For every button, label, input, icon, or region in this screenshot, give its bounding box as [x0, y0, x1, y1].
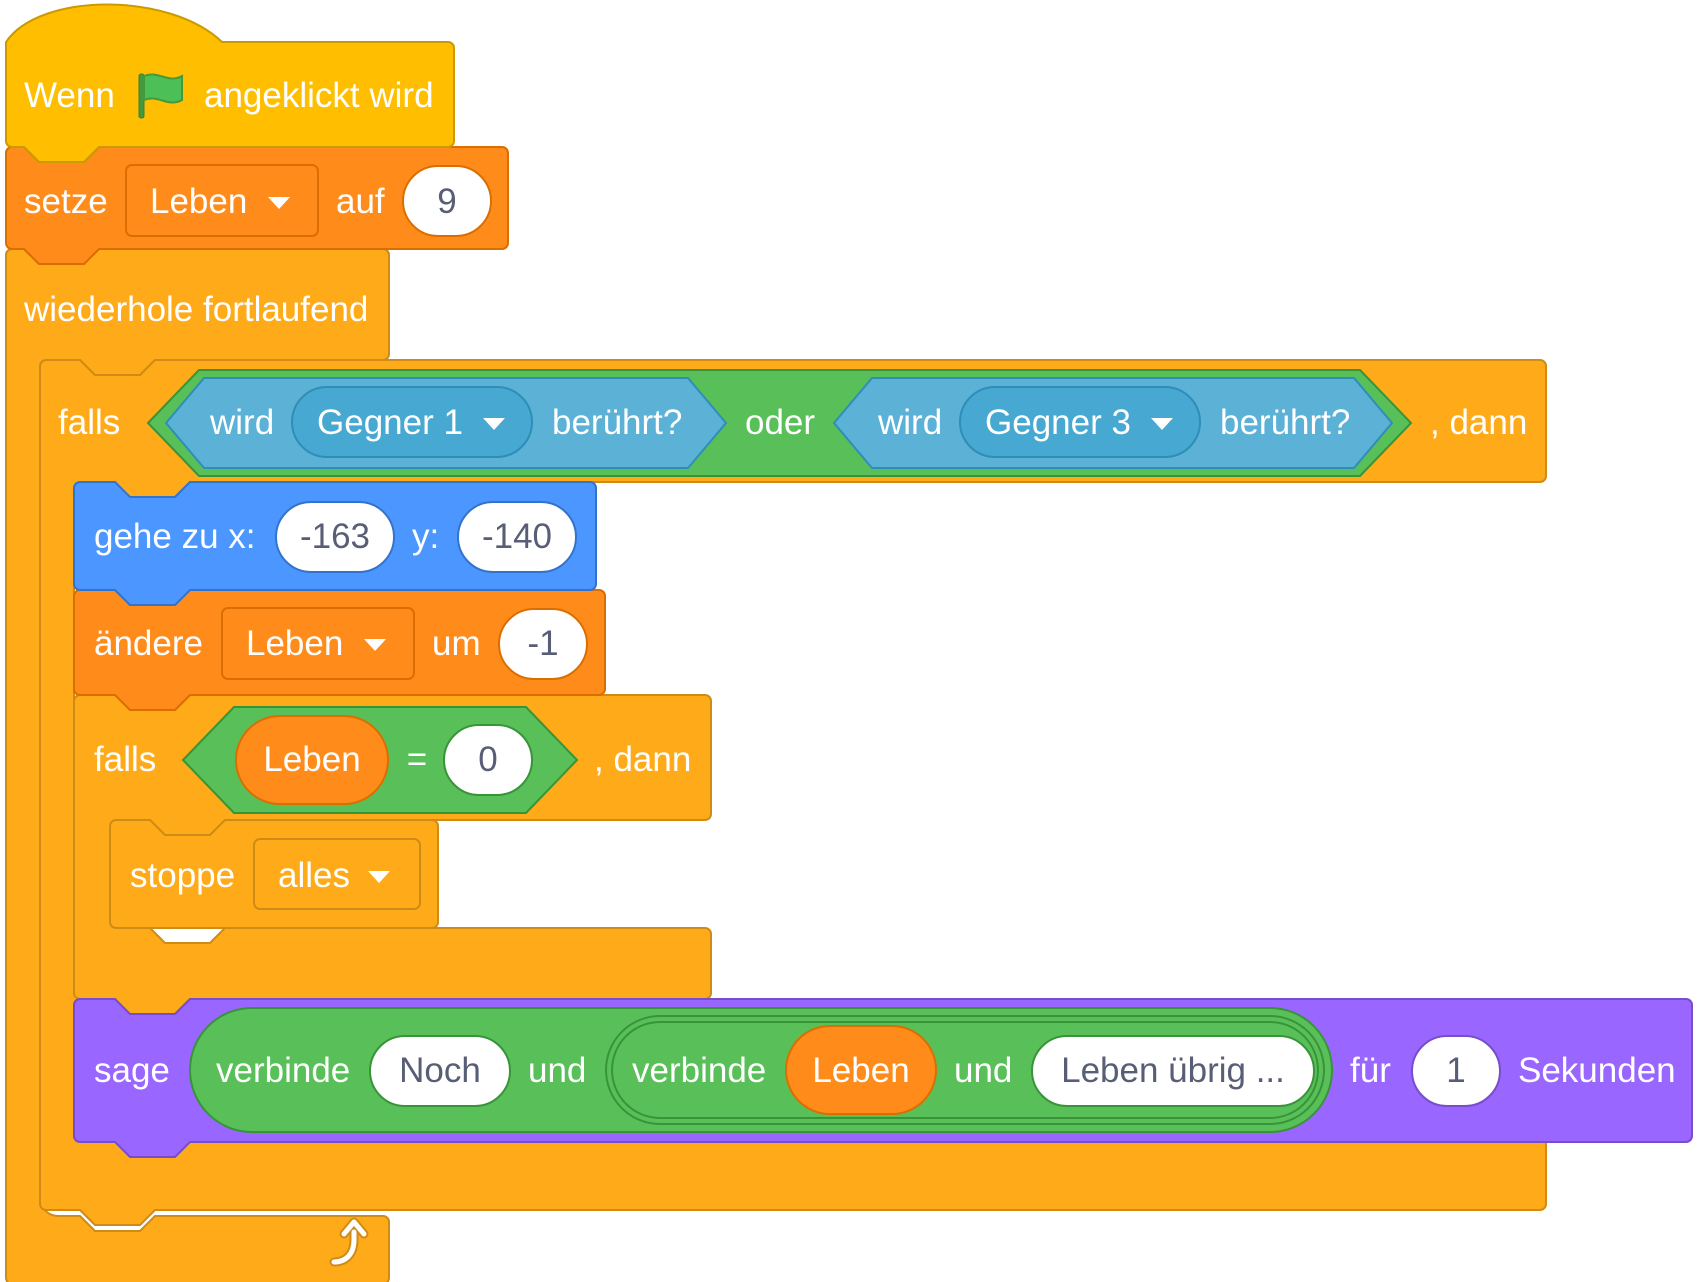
change-variable-name: Leben	[246, 624, 344, 663]
gegner3-dropdown-caret-icon[interactable]	[1151, 418, 1173, 430]
join-variable-reporter[interactable]	[785, 1025, 937, 1115]
join-inner-and-label: und	[954, 1051, 1013, 1090]
hat-label-wenn: Wenn	[24, 76, 115, 115]
join-first-input[interactable]	[369, 1035, 511, 1107]
say-secs-label: Sekunden	[1518, 1051, 1676, 1090]
change-label: ändere	[94, 624, 203, 663]
touching-right-label: wird	[878, 403, 943, 442]
equals-variable-name: Leben	[263, 740, 361, 779]
if-inner-label: falls	[94, 740, 157, 779]
stop-option-dropdown[interactable]	[253, 838, 421, 910]
set-to-label: auf	[336, 182, 385, 221]
change-value-text[interactable]: -1	[527, 624, 559, 663]
change-value-input[interactable]	[498, 608, 588, 680]
stop-label: stoppe	[130, 856, 236, 895]
or-label: oder	[745, 403, 816, 442]
goto-y-label: y:	[412, 517, 440, 556]
hat-label-clicked: angeklickt wird	[204, 76, 434, 115]
goto-label: gehe zu x:	[94, 517, 256, 556]
touching-gegner1-dropdown[interactable]	[291, 386, 533, 458]
loop-arrow-icon	[329, 1217, 369, 1267]
if-outer-then-label: , dann	[1430, 403, 1528, 442]
join-last-input[interactable]	[1031, 1035, 1315, 1107]
touching-right-question: berührt?	[1220, 403, 1351, 442]
set-variable-name: Leben	[150, 182, 248, 221]
forever-label: wiederhole fortlaufend	[24, 290, 369, 329]
touching-left-target: Gegner 1	[317, 403, 463, 442]
join-outer-label: verbinde	[216, 1051, 351, 1090]
stop-option-text: alles	[278, 856, 350, 895]
say-for-label: für	[1350, 1051, 1391, 1090]
touching-left-question: berührt?	[552, 403, 683, 442]
equals-value-text[interactable]: 0	[478, 740, 498, 779]
set-label: setze	[24, 182, 108, 221]
set-variable-dropdown[interactable]	[125, 164, 319, 237]
equals-value-input[interactable]	[443, 724, 533, 796]
goto-y-text[interactable]: -140	[481, 517, 553, 556]
if-outer-label: falls	[58, 403, 121, 442]
if-inner-then-label: , dann	[594, 740, 692, 779]
gegner1-dropdown-caret-icon[interactable]	[483, 418, 505, 430]
touching-gegner3-dropdown[interactable]	[959, 386, 1201, 458]
equals-operator-label: =	[406, 740, 428, 779]
equals-variable-reporter[interactable]	[235, 715, 389, 805]
join-first-text[interactable]: Noch	[399, 1051, 481, 1090]
touching-right-target: Gegner 3	[985, 403, 1131, 442]
set-value-input[interactable]	[402, 165, 492, 237]
say-secs-input[interactable]	[1411, 1035, 1501, 1107]
set-dropdown-caret-icon[interactable]	[268, 197, 290, 209]
join-inner-label: verbinde	[632, 1051, 767, 1090]
join-variable-name: Leben	[812, 1051, 910, 1090]
change-variable-dropdown[interactable]	[221, 607, 415, 680]
join-outer-and-label: und	[528, 1051, 587, 1090]
goto-x-input[interactable]	[275, 501, 395, 573]
set-value-text[interactable]: 9	[437, 182, 457, 221]
goto-x-text[interactable]: -163	[299, 517, 371, 556]
say-label: sage	[94, 1051, 170, 1090]
touching-left-label: wird	[210, 403, 275, 442]
green-flag-icon	[138, 73, 183, 119]
change-dropdown-caret-icon[interactable]	[364, 639, 386, 651]
hat-block[interactable]	[5, 3, 455, 163]
say-secs-text[interactable]: 1	[1446, 1051, 1466, 1090]
join-last-text[interactable]: Leben übrig ...	[1061, 1051, 1285, 1090]
stop-dropdown-caret-icon[interactable]	[368, 871, 390, 883]
change-by-label: um	[432, 624, 481, 663]
goto-y-input[interactable]	[457, 501, 577, 573]
